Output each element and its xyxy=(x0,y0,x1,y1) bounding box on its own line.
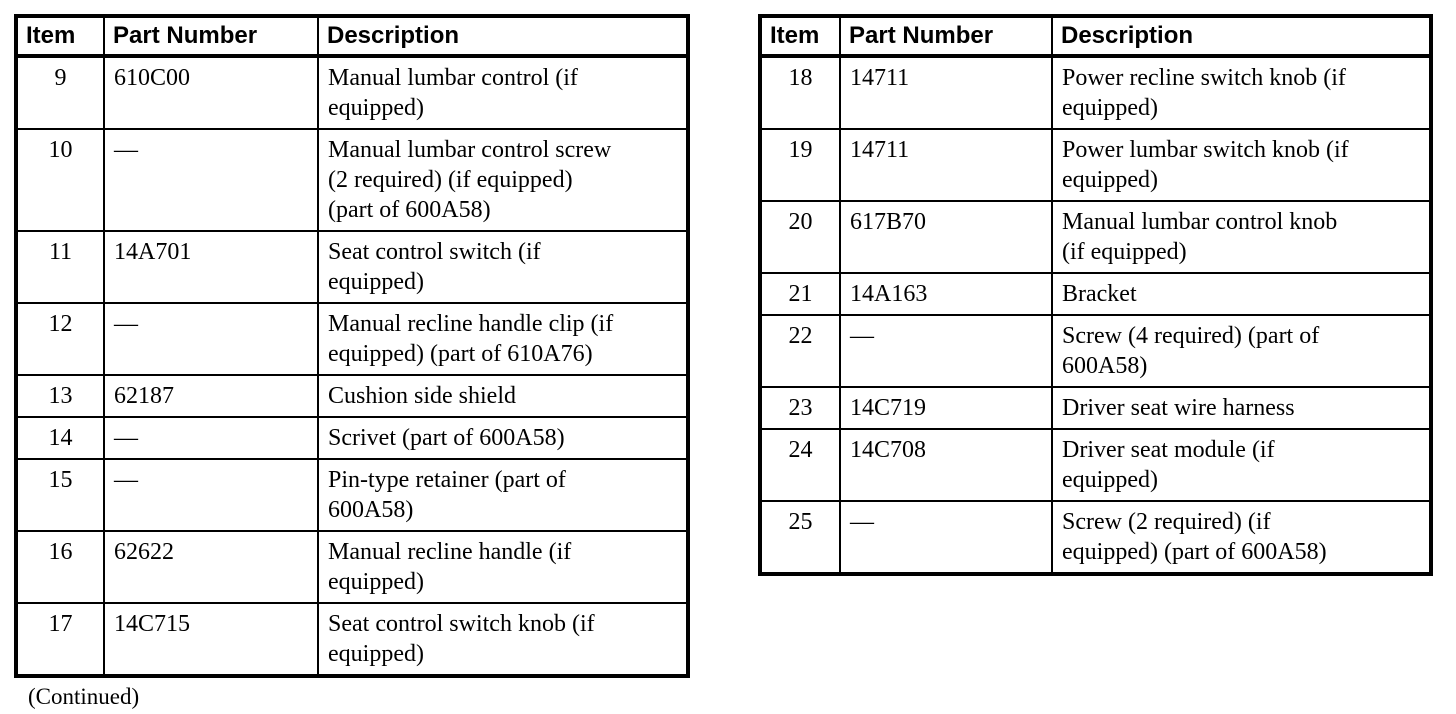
description-cell: Screw (2 required) (if equipped) (part o… xyxy=(1051,500,1432,575)
continued-note: (Continued) xyxy=(28,684,140,709)
item-cell: 22 xyxy=(759,314,841,388)
item-cell: 20 xyxy=(759,200,841,274)
part-number-cell: 617B70 xyxy=(839,200,1053,274)
header-row: Item Part Number Description xyxy=(15,15,689,58)
description-cell: Power recline switch knob (if equipped) xyxy=(1051,55,1432,130)
table-row: 10—Manual lumbar control screw (2 requir… xyxy=(15,128,689,232)
item-cell: 21 xyxy=(759,272,841,316)
part-number-cell: 14A163 xyxy=(839,272,1053,316)
description-cell: Power lumbar switch knob (if equipped) xyxy=(1051,128,1432,202)
description-cell: Manual lumbar control (if equipped) xyxy=(317,55,689,130)
item-cell: 24 xyxy=(759,428,841,502)
part-number-cell: 62622 xyxy=(103,530,319,604)
description-cell: Driver seat wire harness xyxy=(1051,386,1432,430)
description-cell: Seat control switch knob (if equipped) xyxy=(317,602,689,677)
part-number-cell: 14C719 xyxy=(839,386,1053,430)
item-cell: 10 xyxy=(15,128,105,232)
part-number-cell: — xyxy=(839,314,1053,388)
description-cell: Cushion side shield xyxy=(317,374,689,418)
description-cell: Manual lumbar control knob (if equipped) xyxy=(1051,200,1432,274)
item-cell: 25 xyxy=(759,500,841,575)
part-number-cell: 14C715 xyxy=(103,602,319,677)
description-cell: Seat control switch (if equipped) xyxy=(317,230,689,304)
description-cell: Scrivet (part of 600A58) xyxy=(317,416,689,460)
description-cell: Driver seat module (if equipped) xyxy=(1051,428,1432,502)
table-row: 22—Screw (4 required) (part of 600A58) xyxy=(759,314,1432,388)
table-header: Item Part Number Description xyxy=(759,15,1432,58)
column-header-description: Description xyxy=(1051,15,1432,58)
part-number-cell: 610C00 xyxy=(103,55,319,130)
part-number-cell: 14711 xyxy=(839,128,1053,202)
item-cell: 18 xyxy=(759,55,841,130)
part-number-cell: — xyxy=(839,500,1053,575)
table-header: Item Part Number Description xyxy=(15,15,689,58)
header-row: Item Part Number Description xyxy=(759,15,1432,58)
item-cell: 15 xyxy=(15,458,105,532)
part-number-cell: — xyxy=(103,128,319,232)
part-number-cell: — xyxy=(103,458,319,532)
item-cell: 11 xyxy=(15,230,105,304)
column-header-part-number: Part Number xyxy=(103,15,319,58)
column-header-item: Item xyxy=(759,15,841,58)
description-cell: Manual lumbar control screw (2 required)… xyxy=(317,128,689,232)
item-cell: 19 xyxy=(759,128,841,202)
part-number-cell: 62187 xyxy=(103,374,319,418)
column-header-description: Description xyxy=(317,15,689,58)
part-number-cell: 14C708 xyxy=(839,428,1053,502)
description-cell: Bracket xyxy=(1051,272,1432,316)
table-row: 25—Screw (2 required) (if equipped) (par… xyxy=(759,500,1432,575)
table-row: 14—Scrivet (part of 600A58) xyxy=(15,416,689,460)
item-cell: 13 xyxy=(15,374,105,418)
column-header-item: Item xyxy=(15,15,105,58)
item-cell: 17 xyxy=(15,602,105,677)
part-number-cell: 14A701 xyxy=(103,230,319,304)
item-cell: 23 xyxy=(759,386,841,430)
part-number-cell: 14711 xyxy=(839,55,1053,130)
description-cell: Pin-type retainer (part of 600A58) xyxy=(317,458,689,532)
item-cell: 9 xyxy=(15,55,105,130)
part-number-cell: — xyxy=(103,416,319,460)
table-row: 12—Manual recline handle clip (if equipp… xyxy=(15,302,689,376)
item-cell: 14 xyxy=(15,416,105,460)
description-cell: Manual recline handle clip (if equipped)… xyxy=(317,302,689,376)
part-number-cell: — xyxy=(103,302,319,376)
table-row: 15—Pin-type retainer (part of 600A58) xyxy=(15,458,689,532)
description-cell: Manual recline handle (if equipped) xyxy=(317,530,689,604)
item-cell: 12 xyxy=(15,302,105,376)
description-cell: Screw (4 required) (part of 600A58) xyxy=(1051,314,1432,388)
item-cell: 16 xyxy=(15,530,105,604)
column-header-part-number: Part Number xyxy=(839,15,1053,58)
